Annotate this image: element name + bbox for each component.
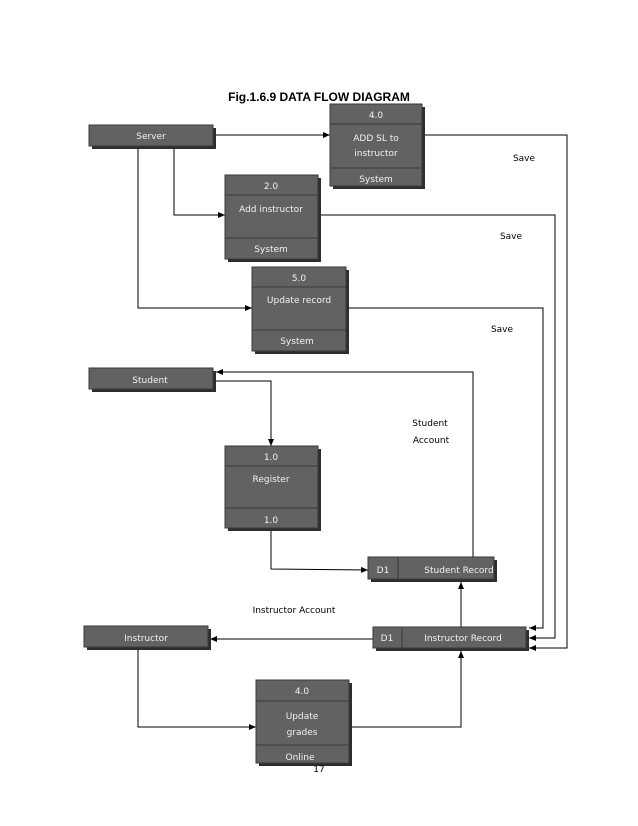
flow-label-student-account-line1: Student <box>412 419 448 429</box>
flow-label-save-2: Save <box>500 232 523 242</box>
diagram-title: Fig.1.6.9 DATA FLOW DIAGRAM <box>228 90 410 104</box>
process-add-sl-name-line2: instructor <box>354 149 398 159</box>
flow-server-to-update-record <box>137 147 252 311</box>
store-instructor-record-name: Instructor Record <box>424 634 502 644</box>
process-add-sl-id: 4.0 <box>369 111 384 121</box>
flow-lines <box>137 132 568 730</box>
process-add-instructor-location: System <box>254 245 288 255</box>
process-update-record: 5.0 Update record System <box>251 266 349 354</box>
flow-add-instructor-to-instructor-record <box>318 214 556 641</box>
process-update-record-id: 5.0 <box>292 274 307 284</box>
process-add-instructor-name: Add instructor <box>239 205 303 215</box>
process-register-name: Register <box>252 475 289 485</box>
store-student-record: D1 Student Record <box>367 556 497 582</box>
flow-server-to-add-instructor <box>173 147 225 218</box>
process-add-sl-location: System <box>359 175 393 185</box>
entity-student-label: Student <box>132 376 168 386</box>
entity-instructor: Instructor <box>83 625 211 650</box>
flow-register-to-student-record <box>270 529 369 573</box>
flow-label-save-3: Save <box>491 325 514 335</box>
store-student-record-name: Student Record <box>424 566 493 576</box>
entity-server: Server <box>88 124 216 149</box>
flow-student-record-to-student <box>216 369 474 557</box>
page-number: 17 <box>313 765 324 775</box>
entity-instructor-label: Instructor <box>124 634 168 644</box>
process-add-instructor: 2.0 Add instructor System <box>224 174 321 262</box>
process-update-record-name: Update record <box>267 296 331 306</box>
entity-server-label: Server <box>136 132 166 142</box>
process-register: 1.0 Register 1.0 <box>224 445 321 531</box>
flow-update-grades-to-instructor-record <box>349 651 464 728</box>
process-add-sl: 4.0 ADD SL to instructor System <box>329 103 425 189</box>
process-update-grades-id: 4.0 <box>295 687 310 697</box>
flow-add-sl-to-instructor-record <box>422 134 568 651</box>
process-register-id: 1.0 <box>264 453 279 463</box>
process-register-location: 1.0 <box>264 516 279 526</box>
flow-student-to-register <box>214 380 274 446</box>
store-instructor-record: D1 Instructor Record <box>372 626 529 651</box>
flow-update-record-to-instructor-record <box>346 307 544 631</box>
process-update-grades: 4.0 Update grades Online <box>255 679 352 766</box>
process-update-grades-name-line1: Update <box>286 712 319 722</box>
entity-student: Student <box>88 367 216 392</box>
flow-instructor-to-update-grades <box>137 650 256 730</box>
process-update-grades-location: Online <box>285 753 314 763</box>
flow-label-save-1: Save <box>513 154 536 164</box>
process-add-sl-name-line1: ADD SL to <box>353 134 399 144</box>
flow-label-instructor-account: Instructor Account <box>253 606 336 616</box>
store-instructor-record-id: D1 <box>381 634 394 644</box>
process-update-grades-name-line2: grades <box>287 728 318 738</box>
flow-label-student-account-line2: Account <box>413 436 450 446</box>
process-add-instructor-id: 2.0 <box>264 182 279 192</box>
store-student-record-id: D1 <box>377 566 390 576</box>
process-update-record-location: System <box>280 337 314 347</box>
